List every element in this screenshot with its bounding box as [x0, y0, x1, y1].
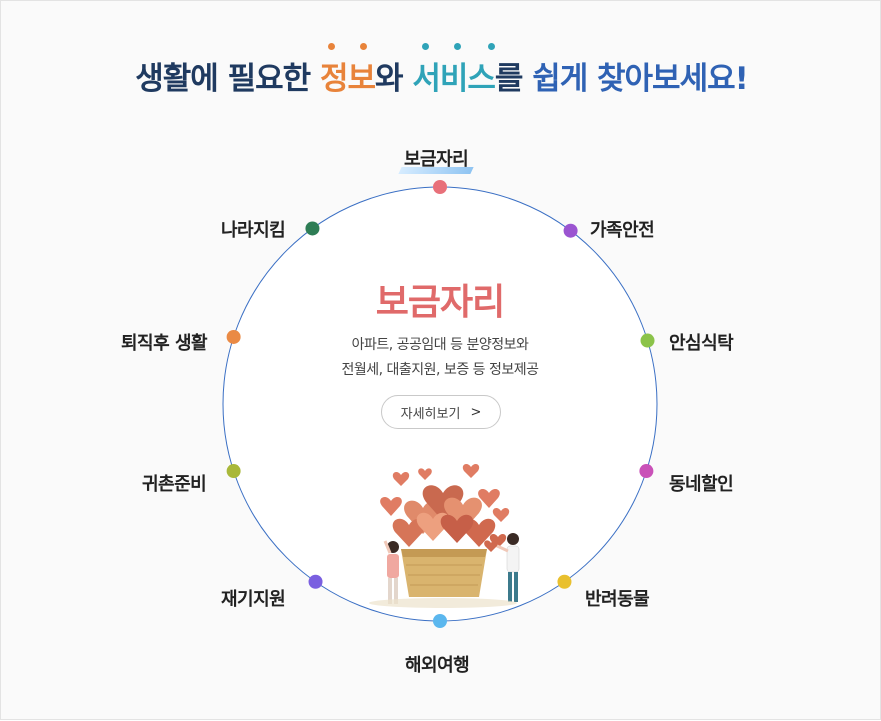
category-item-9[interactable]: 퇴직후 생활	[121, 333, 208, 354]
category-item-8[interactable]: 귀촌준비	[142, 474, 207, 495]
emphasis-dot-5	[488, 43, 496, 50]
emphasis-dot-2	[359, 43, 367, 50]
ring-dot-7[interactable]	[308, 574, 323, 589]
page-headline: 생활에 필요한 정보와 서비스를 쉽게 찾아보세요!	[1, 43, 881, 98]
emphasis-dot-1	[327, 43, 335, 50]
headline-text-1: 생활에 필요한	[135, 61, 320, 97]
headline-text-3: 를	[494, 61, 533, 97]
category-item-7[interactable]: 재기지원	[221, 589, 286, 610]
headline-text-2: 와	[375, 61, 413, 97]
category-item-4[interactable]: 동네할인	[669, 474, 734, 495]
more-details-label: 자세히보기	[400, 406, 461, 422]
ring-dot-8[interactable]	[226, 464, 241, 479]
description-line-1: 아파트, 공공임대 등 분양정보와	[351, 337, 529, 353]
category-item-3[interactable]: 안심식탁	[669, 333, 734, 354]
headline-text-4: 쉽게 찾아보세요!	[532, 61, 749, 97]
category-item-10[interactable]: 나라지킴	[221, 220, 286, 241]
category-item-6[interactable]: 해외여행	[405, 655, 470, 676]
ring-dot-4[interactable]	[639, 464, 654, 479]
ring-dot-5[interactable]	[557, 574, 572, 589]
center-title: 보금자리	[375, 282, 505, 323]
category-item-2[interactable]: 가족안전	[590, 220, 655, 241]
ring-dot-6[interactable]	[433, 614, 447, 628]
description-line-2: 전월세, 대출지원, 보증 등 정보제공	[341, 362, 539, 378]
category-item-1[interactable]: 보금자리	[404, 145, 469, 171]
chevron-right-icon: >	[470, 404, 482, 420]
basket-of-hearts-illustration	[369, 464, 520, 608]
category-item-5[interactable]: 반려동물	[585, 589, 650, 610]
emphasis-dot-4	[454, 43, 462, 50]
ring-dot-2[interactable]	[563, 223, 578, 238]
headline-highlight-service: 서비스	[412, 43, 496, 98]
ring-dot-10[interactable]	[305, 221, 320, 236]
center-description: 아파트, 공공임대 등 분양정보와 전월세, 대출지원, 보증 등 정보제공	[290, 333, 590, 383]
emphasis-dot-3	[422, 43, 430, 50]
ring-dot-3[interactable]	[640, 333, 655, 348]
ring-dot-9[interactable]	[226, 329, 241, 344]
ring-dot-1[interactable]	[433, 180, 447, 194]
more-details-button[interactable]: 자세히보기 >	[381, 395, 501, 429]
headline-highlight-info: 정보	[320, 43, 376, 98]
